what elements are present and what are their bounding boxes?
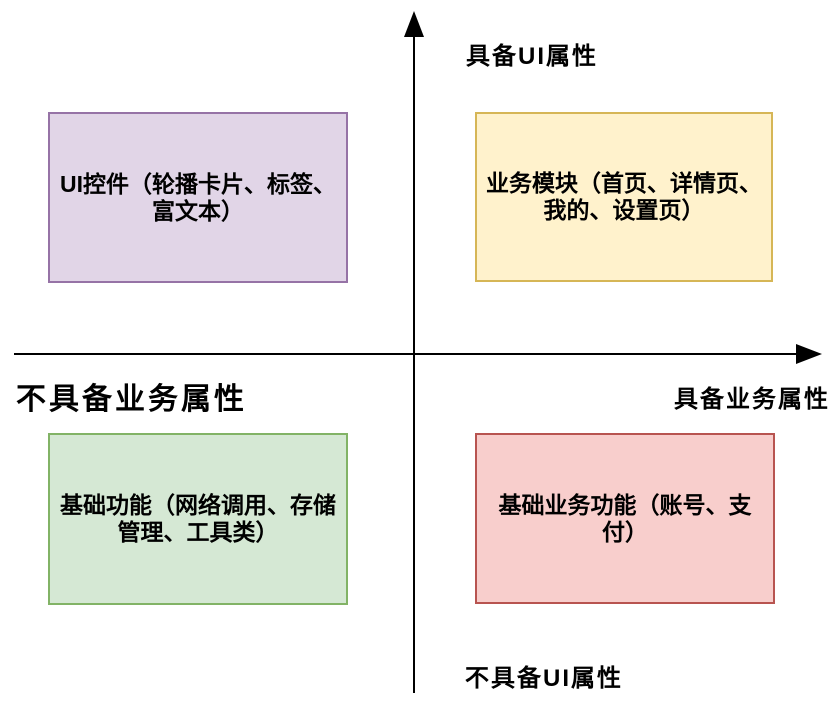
quadrant-box-ui-widgets: UI控件（轮播卡片、标签、富文本）	[48, 112, 348, 283]
quadrant-box-business-modules: 业务模块（首页、详情页、我的、设置页）	[475, 112, 773, 282]
horizontal-axis-line	[14, 353, 798, 355]
quadrant-box-basic-business-functions: 基础业务功能（账号、支付）	[475, 433, 775, 604]
up-arrow-icon	[404, 11, 424, 37]
quadrant-label-business-modules: 业务模块（首页、详情页、我的、设置页）	[486, 170, 762, 223]
axis-label-right: 具备业务属性	[674, 386, 830, 413]
quadrant-label-basic-business-functions: 基础业务功能（账号、支付）	[498, 491, 752, 545]
quadrant-label-basic-functions: 基础功能（网络调用、存储管理、工具类）	[60, 492, 336, 545]
quadrant-label-ui-widgets: UI控件（轮播卡片、标签、富文本）	[60, 170, 336, 224]
right-arrow-icon	[796, 344, 822, 364]
axis-label-top: 具备UI属性	[466, 43, 598, 70]
vertical-axis-line	[413, 34, 415, 693]
axis-label-bottom: 不具备UI属性	[465, 665, 623, 692]
axis-label-left: 不具备业务属性	[16, 383, 247, 416]
quadrant-box-basic-functions: 基础功能（网络调用、存储管理、工具类）	[48, 433, 348, 605]
